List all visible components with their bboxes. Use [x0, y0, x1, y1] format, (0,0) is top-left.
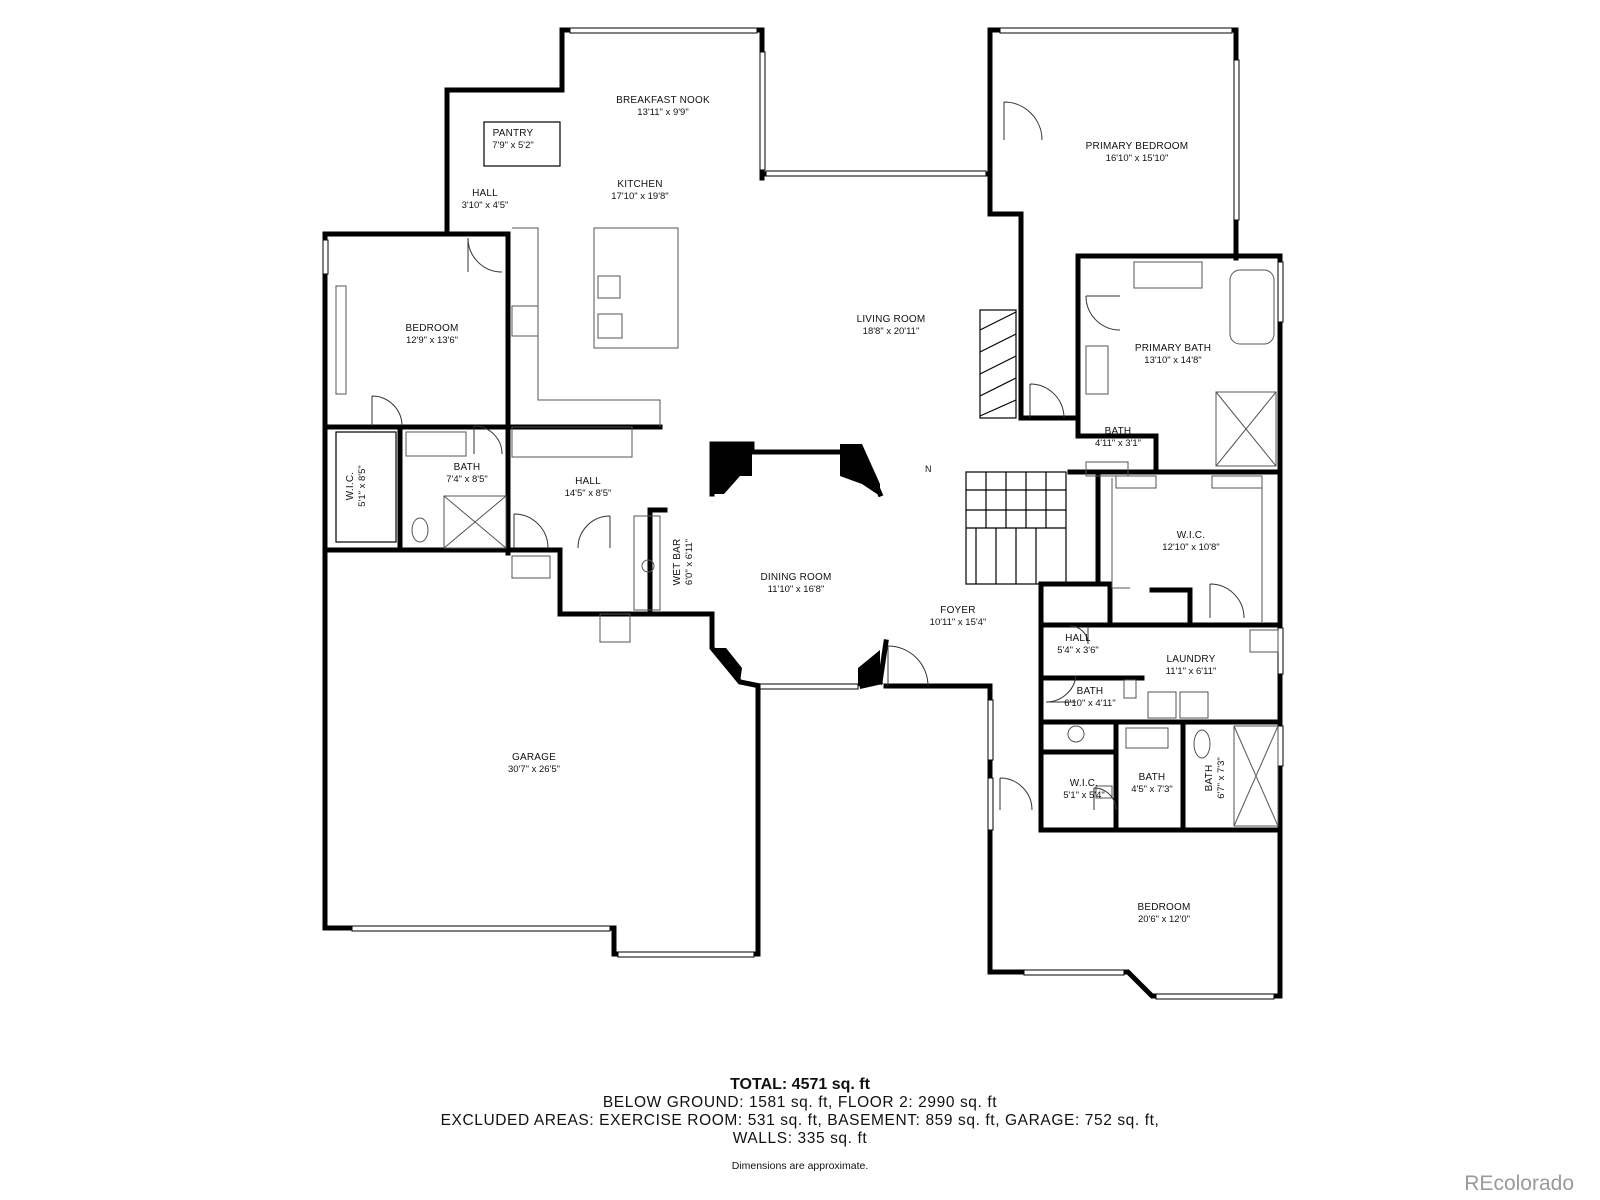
room-bath-right1: BATH 6'10" x 4'11": [1064, 686, 1115, 709]
shower-primary: [1215, 391, 1277, 467]
room-kitchen: KITCHEN 17'10" x 19'8": [611, 179, 668, 202]
shower-left: [443, 495, 507, 549]
svg-text:6'7" x 7'3": 6'7" x 7'3": [1216, 757, 1227, 799]
room-laundry: LAUNDRY 11'1" x 6'11": [1166, 654, 1217, 677]
cooktop: [511, 305, 539, 337]
svg-text:KITCHEN: KITCHEN: [617, 179, 662, 190]
svg-text:4'11" x 3'1": 4'11" x 3'1": [1095, 438, 1141, 449]
svg-text:13'11" x 9'9": 13'11" x 9'9": [637, 107, 688, 118]
svg-text:11'10" x 16'8": 11'10" x 16'8": [768, 584, 825, 595]
svg-text:W.I.C.: W.I.C.: [1070, 778, 1098, 789]
room-pantry: PANTRY 7'9" x 5'2": [492, 128, 534, 151]
svg-text:11'1" x 6'11": 11'1" x 6'11": [1166, 666, 1217, 677]
room-wic-right: W.I.C. 5'1" x 5'4": [1063, 778, 1105, 801]
compass-mark: N: [925, 464, 932, 474]
svg-text:5'1" x 5'4": 5'1" x 5'4": [1063, 790, 1105, 801]
svg-text:BATH: BATH: [1105, 426, 1132, 437]
svg-text:DINING ROOM: DINING ROOM: [760, 572, 831, 583]
svg-text:HALL: HALL: [472, 188, 498, 199]
svg-text:FOYER: FOYER: [940, 605, 975, 616]
svg-text:6'0" x 6'11": 6'0" x 6'11": [684, 539, 695, 585]
room-hall-upper: HALL 3'10" x 4'5": [462, 188, 509, 211]
svg-text:PRIMARY BATH: PRIMARY BATH: [1135, 343, 1211, 354]
room-hall-right: HALL 5'4" x 3'6": [1057, 633, 1099, 656]
room-hall-mid: HALL 14'5" x 8'5": [565, 476, 612, 499]
svg-text:WET BAR: WET BAR: [672, 539, 683, 586]
room-wet-bar: WET BAR 6'0" x 6'11": [672, 539, 695, 586]
svg-text:BATH: BATH: [1204, 765, 1215, 792]
area-line-2: EXCLUDED AREAS: EXERCISE ROOM: 531 sq. f…: [440, 1112, 1160, 1129]
room-bath-right2: BATH 4'5" x 7'3": [1131, 772, 1173, 795]
svg-text:7'4" x 8'5": 7'4" x 8'5": [446, 474, 488, 485]
doors: [371, 101, 1245, 811]
room-wic-left: W.I.C. 5'1" x 8'5": [345, 465, 368, 507]
svg-text:LIVING ROOM: LIVING ROOM: [857, 314, 926, 325]
svg-text:BATH: BATH: [454, 462, 481, 473]
svg-text:30'7" x 26'5": 30'7" x 26'5": [508, 764, 560, 775]
svg-text:20'6" x 12'0": 20'6" x 12'0": [1138, 914, 1190, 925]
svg-text:13'10" x 14'8": 13'10" x 14'8": [1144, 355, 1201, 366]
svg-text:LAUNDRY: LAUNDRY: [1166, 654, 1215, 665]
room-primary-bedroom: PRIMARY BEDROOM 16'10" x 15'10": [1086, 141, 1189, 164]
svg-text:HALL: HALL: [575, 476, 601, 487]
room-breakfast-nook: BREAKFAST NOOK 13'11" x 9'9": [616, 95, 710, 118]
room-living-room: LIVING ROOM 18'8" x 20'11": [857, 314, 926, 337]
room-bath-right3: BATH 6'7" x 7'3": [1204, 757, 1227, 799]
svg-text:12'9" x 13'6": 12'9" x 13'6": [406, 335, 458, 346]
bathtub: [1229, 269, 1275, 345]
svg-text:GARAGE: GARAGE: [512, 752, 556, 763]
room-foyer: FOYER 10'11" x 15'4": [930, 605, 987, 628]
svg-text:10'11" x 15'4": 10'11" x 15'4": [930, 617, 987, 628]
room-garage: GARAGE 30'7" x 26'5": [508, 752, 560, 775]
total-area: TOTAL: 4571 sq. ft: [730, 1076, 870, 1093]
room-primary-bath: PRIMARY BATH 13'10" x 14'8": [1135, 343, 1211, 366]
room-wic-primary: W.I.C. 12'10" x 10'8": [1162, 530, 1219, 553]
solid-blocks: [712, 444, 880, 686]
svg-text:BEDROOM: BEDROOM: [1137, 902, 1190, 913]
room-bath-small: BATH 4'11" x 3'1": [1095, 426, 1141, 449]
svg-text:12'10" x 10'8": 12'10" x 10'8": [1162, 542, 1219, 553]
room-bedroom-right: BEDROOM 20'6" x 12'0": [1137, 902, 1190, 925]
svg-text:BATH: BATH: [1077, 686, 1104, 697]
kitchen-island: [593, 227, 679, 349]
staircase: [965, 471, 1067, 585]
svg-text:7'9" x 5'2": 7'9" x 5'2": [492, 140, 534, 151]
area-line-1: BELOW GROUND: 1581 sq. ft, FLOOR 2: 2990…: [602, 1094, 998, 1111]
dimensions-note: Dimensions are approximate.: [731, 1160, 869, 1172]
svg-text:14'5" x 8'5": 14'5" x 8'5": [565, 488, 612, 499]
svg-text:16'10" x 15'10": 16'10" x 15'10": [1106, 153, 1169, 164]
svg-text:3'10" x 4'5": 3'10" x 4'5": [462, 200, 509, 211]
svg-text:PANTRY: PANTRY: [493, 128, 534, 139]
svg-text:W.I.C.: W.I.C.: [1177, 530, 1205, 541]
fixtures: [335, 121, 1279, 827]
svg-text:5'1" x 8'5": 5'1" x 8'5": [357, 465, 368, 507]
area-line-3: WALLS: 335 sq. ft: [732, 1130, 868, 1147]
svg-text:17'10" x 19'8": 17'10" x 19'8": [611, 191, 668, 202]
svg-text:6'10" x 4'11": 6'10" x 4'11": [1064, 698, 1115, 709]
svg-text:4'5" x 7'3": 4'5" x 7'3": [1131, 784, 1173, 795]
room-bath-left: BATH 7'4" x 8'5": [446, 462, 488, 485]
room-labels: BREAKFAST NOOK 13'11" x 9'9" PANTRY 7'9"…: [345, 95, 1227, 925]
shower-right: [1233, 725, 1279, 827]
room-bedroom-left: BEDROOM 12'9" x 13'6": [405, 323, 458, 346]
room-dining-room: DINING ROOM 11'10" x 16'8": [760, 572, 831, 595]
svg-text:BEDROOM: BEDROOM: [405, 323, 458, 334]
svg-text:W.I.C.: W.I.C.: [345, 472, 356, 500]
svg-text:HALL: HALL: [1065, 633, 1091, 644]
svg-text:BATH: BATH: [1139, 772, 1166, 783]
svg-text:BREAKFAST NOOK: BREAKFAST NOOK: [616, 95, 710, 106]
area-summary: TOTAL: 4571 sq. ft BELOW GROUND: 1581 sq…: [0, 1076, 1600, 1172]
svg-text:18'8" x 20'11": 18'8" x 20'11": [863, 326, 920, 337]
windows: [322, 27, 1284, 1000]
svg-text:5'4" x 3'6": 5'4" x 3'6": [1057, 645, 1099, 656]
watermark-logo: REcolorado: [1464, 1172, 1574, 1195]
fireplace: [979, 309, 1017, 419]
svg-text:PRIMARY BEDROOM: PRIMARY BEDROOM: [1086, 141, 1189, 152]
